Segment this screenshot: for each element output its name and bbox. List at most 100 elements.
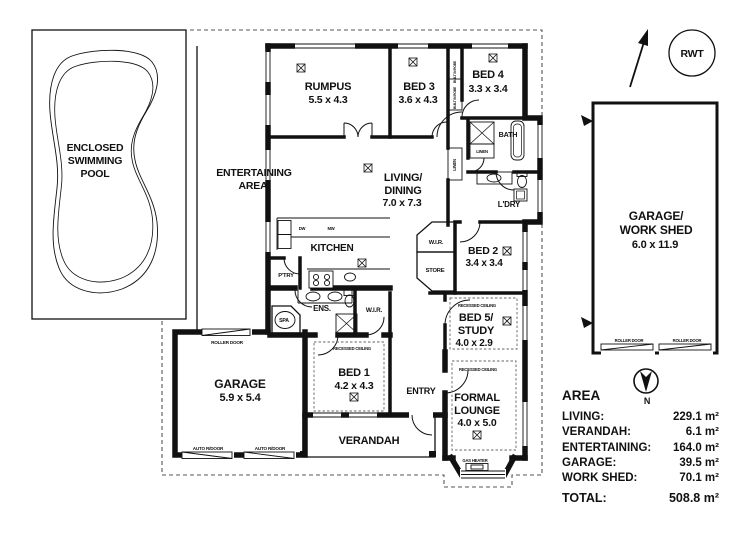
bed3-dims: 3.6 x 4.3: [398, 94, 437, 106]
entertaining-label: ENTERTAINING: [216, 167, 292, 179]
windows: [264, 42, 544, 446]
shower-icon: [335, 313, 358, 334]
workshed: ROLLER DOOR ROLLER DOOR GARAGE/ WORK SHE…: [581, 101, 719, 356]
area-total-label: TOTAL:: [562, 491, 607, 506]
window: [472, 42, 508, 50]
rwt-label: RWT: [680, 48, 704, 60]
microwave-label: MW: [327, 226, 334, 231]
doors: [283, 99, 515, 436]
north-arrow-icon: [629, 29, 648, 88]
robe-label: BUILT IN ROBE: [453, 60, 457, 83]
door-arc: [365, 316, 385, 336]
front-door-opening: [409, 411, 433, 419]
window: [264, 150, 272, 180]
area-row-entertaining: ENTERTAINING: 164.0 m²: [562, 441, 719, 456]
ensuite-label: ENS.: [313, 304, 331, 313]
workshed-label: GARAGE/: [629, 209, 684, 223]
bathroom-fixtures: [469, 120, 528, 202]
door-arc: [459, 221, 481, 243]
pool-shape-inner: [54, 60, 154, 283]
compass-north-label: N: [644, 396, 650, 406]
recessed-ceiling-label: RECESSED CEILING: [458, 303, 496, 308]
door-arc: [495, 171, 515, 191]
pool-label: POOL: [81, 168, 111, 180]
area-row-workshed: WORK SHED: 70.1 m²: [562, 471, 719, 486]
area-row-verandah: VERANDAH: 6.1 m²: [562, 425, 719, 440]
area-table-title: AREA: [562, 388, 601, 403]
laundry-tub-icon: [513, 188, 528, 202]
sink-icon: [344, 272, 356, 282]
bed4-label: BED 4: [472, 69, 504, 81]
living-label: LIVING/: [384, 172, 422, 184]
window: [521, 232, 529, 262]
ceiling-light-icon: [363, 163, 373, 173]
roller-door-icon: [600, 343, 655, 356]
pool-shape: [49, 49, 159, 294]
bed2-dims: 3.4 x 3.4: [465, 258, 503, 269]
garage-doors: ROLLER DOOR AUTO R/DOOR AUTO R/DOOR: [181, 328, 296, 459]
ensuite-fixtures: [271, 289, 358, 334]
area-row-garage: GARAGE: 39.5 m²: [562, 456, 719, 471]
rainwater-tank-icon: RWT: [668, 29, 716, 77]
door-arc: [436, 111, 463, 138]
area-value: 164.0 m²: [672, 441, 719, 454]
pool-label: SWIMMING: [68, 155, 122, 167]
window: [398, 42, 428, 50]
window: [521, 270, 529, 290]
storage: [416, 47, 463, 292]
roller-door-icon: [201, 328, 252, 336]
robe-label: BUILT IN ROBE: [453, 86, 457, 109]
auto-door-label: AUTO R/DOOR: [255, 446, 286, 451]
house-interior-walls: [266, 44, 542, 417]
door-arc: [343, 122, 359, 138]
ceiling-light-icon: [488, 53, 498, 63]
wir-bed2-label: W.I.R.: [429, 240, 444, 246]
room-labels: ENTERTAINING AREA RUMPUS 5.5 x 4.3 BED 3…: [214, 60, 521, 447]
formal-lounge-label: FORMAL: [454, 392, 500, 404]
ceiling-light-icon: [296, 63, 306, 73]
area-label: ENTERTAINING:: [562, 441, 652, 454]
ceiling-light-icon: [357, 258, 367, 268]
pantry-label: P'TRY: [278, 273, 294, 279]
roller-door-label: ROLLER DOOR: [615, 338, 644, 343]
gate-icon: [581, 317, 593, 328]
entertaining-label: AREA: [239, 180, 269, 192]
garage-dims: 5.9 x 5.4: [219, 392, 261, 404]
bed2-label: BED 2: [468, 245, 498, 257]
pool-label: ENCLOSED: [67, 142, 124, 154]
roller-door-icon: [658, 343, 713, 356]
spa-label: SPA: [279, 318, 289, 324]
ldry-label: L'DRY: [498, 200, 521, 209]
door-arc: [461, 99, 480, 118]
wir-label: W.I.R.: [366, 307, 383, 314]
door-arc: [444, 369, 469, 394]
bed5-label: BED 5/: [459, 312, 493, 324]
entry-label: ENTRY: [406, 386, 435, 396]
toilet-icon: [516, 170, 528, 188]
pool-enclosure: ENCLOSED SWIMMING POOL: [31, 29, 187, 320]
window: [295, 42, 355, 50]
workshed-label: WORK SHED: [620, 223, 693, 237]
area-row-living: LIVING: 229.1 m²: [562, 410, 719, 425]
dishwasher-label: DW: [299, 226, 306, 231]
vanity-basin-icon: [476, 171, 513, 185]
window: [521, 306, 529, 340]
verandah: [300, 415, 436, 458]
window: [313, 411, 341, 419]
bay-window: GAS HEATER: [460, 458, 506, 480]
linen-label: LINEN: [452, 159, 457, 171]
verandah-post: [300, 451, 307, 457]
living-dims: 7.0 x 7.3: [382, 197, 421, 209]
basin-icon: [327, 291, 343, 302]
linen-label: LINEN: [476, 149, 488, 154]
gas-heater-label: GAS HEATER: [462, 458, 487, 463]
window: [264, 222, 272, 252]
door-arc: [411, 414, 433, 436]
shower-icon: [469, 121, 495, 145]
bed1-label: BED 1: [338, 367, 369, 379]
recessed-ceiling-label: RECESSED CEILING: [333, 346, 371, 351]
bed4-dims: 3.3 x 3.4: [468, 83, 507, 95]
area-value: 70.1 m²: [679, 472, 719, 485]
window: [536, 125, 544, 158]
ceiling-light-icon: [349, 392, 359, 402]
